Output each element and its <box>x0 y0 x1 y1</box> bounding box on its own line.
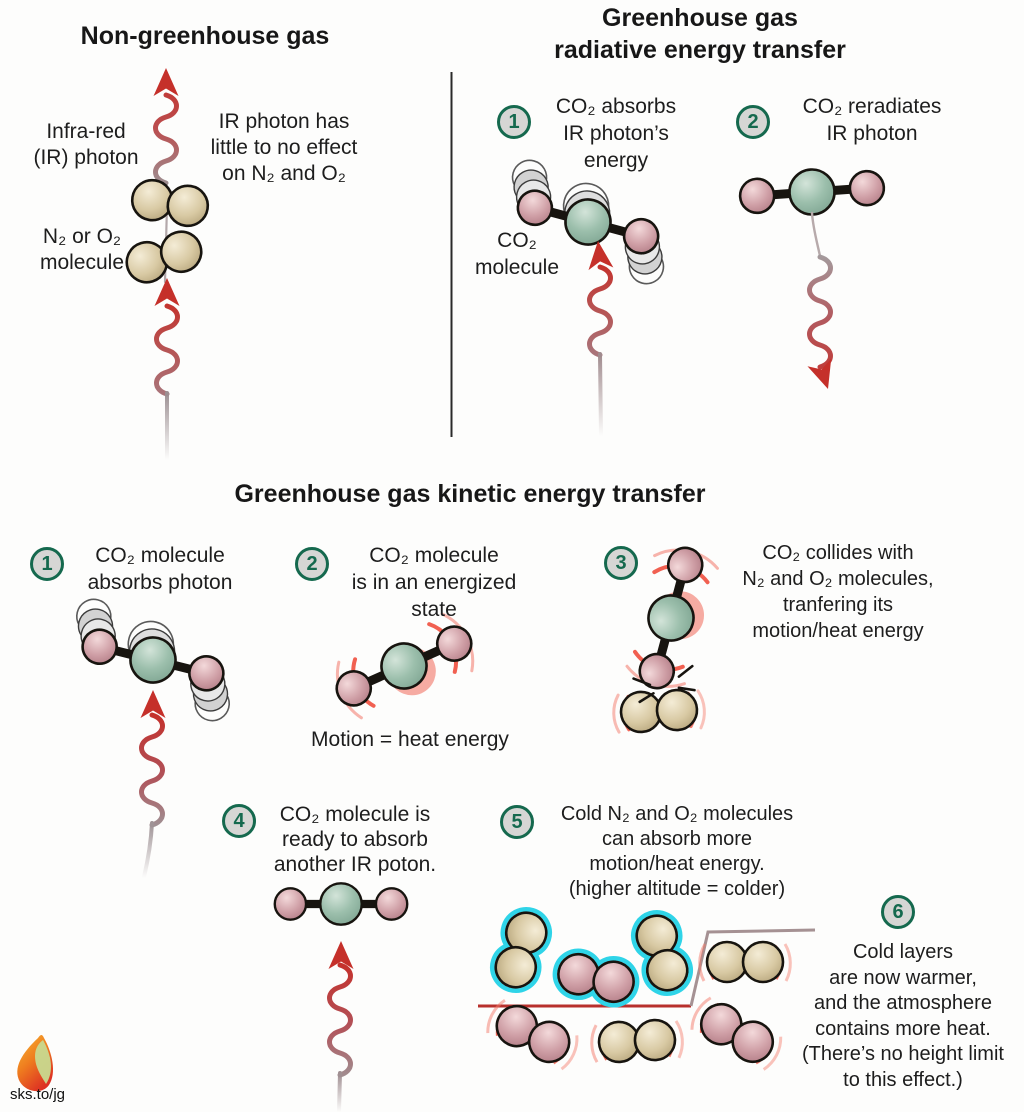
co2-molecule-ready <box>275 883 407 924</box>
step-line: contains more heat. <box>815 1017 991 1040</box>
kinetic-step2-text: CO₂ molecule is in an energized state <box>344 542 524 623</box>
n2-o2-molecule-label: N₂ or O₂ molecule <box>12 224 152 276</box>
label-line: molecule <box>39 251 125 274</box>
ir-photon-up-arrowhead <box>153 68 179 96</box>
kinetic-step6-text: Cold layers are now warmer, and the atmo… <box>778 940 1024 1093</box>
step-line: absorbs photon <box>87 571 233 594</box>
kinetic-photon-tail <box>142 821 154 879</box>
step-line: IR photon’s <box>563 122 669 145</box>
credit-url: sks.to/jg <box>10 1086 66 1103</box>
ir-photon-label: Infra-red (IR) photon <box>16 119 156 171</box>
kinetic-step3-text: CO₂ collides with N₂ and O₂ molecules, t… <box>723 540 953 644</box>
ir-photon-wave-bottom <box>154 303 180 397</box>
non-greenhouse-title: Non-greenhouse gas <box>80 22 330 50</box>
kinetic-step1-text: CO₂ molecule absorbs photon <box>80 542 240 596</box>
step-line: CO₂ reradiates <box>802 95 942 118</box>
reradiated-photon-wave <box>807 254 833 370</box>
non-greenhouse-graphics <box>122 68 211 462</box>
motion-heat-note: Motion = heat energy <box>311 728 509 751</box>
next-photon-tail <box>337 1071 342 1112</box>
n2-molecule-collided <box>611 689 708 734</box>
step-line: state <box>411 598 457 621</box>
label-line: Infra-red <box>46 120 126 143</box>
cold-molecule-pink <box>551 946 642 1009</box>
warm-molecule-tan-2 <box>697 942 793 982</box>
reradiated-photon-connector <box>810 211 822 258</box>
title-line: radiative energy transfer <box>554 36 846 64</box>
warm-molecule-tan-1 <box>589 1019 686 1064</box>
warm-molecule-pink-2 <box>686 994 788 1073</box>
radiative-graphics <box>493 155 886 438</box>
step-line: motion/heat energy. <box>589 853 765 875</box>
co2-molecule-energized <box>325 606 483 726</box>
step-line: and the atmosphere <box>814 992 992 1014</box>
step-line: another IR poton. <box>273 853 437 876</box>
layer-boundary-gray <box>689 928 816 1007</box>
next-photon-wave <box>327 962 353 1078</box>
step-line: Cold N₂ and O₂ molecules <box>560 803 794 825</box>
step-badge-radiative-1: 1 <box>497 105 531 139</box>
label-line: IR photon has <box>218 110 350 133</box>
radiative-step2-text: CO₂ reradiates IR photon <box>782 93 962 147</box>
kinetic-title: Greenhouse gas kinetic energy transfer <box>234 480 706 508</box>
step-line: CO₂ molecule <box>369 544 499 567</box>
step-line: are now warmer, <box>829 966 977 989</box>
step-badge-radiative-2: 2 <box>736 105 770 139</box>
label-line: CO₂ <box>497 229 537 252</box>
step-line: can absorb more <box>601 828 753 850</box>
warm-molecule-pink-1 <box>482 996 584 1072</box>
step-badge-kinetic-6: 6 <box>881 895 915 929</box>
step-line: N₂ and O₂ molecules, <box>742 568 934 590</box>
label-line: molecule <box>474 256 560 279</box>
altitude-layer-cluster <box>478 903 816 1073</box>
step-line: (higher altitude = colder) <box>568 878 786 900</box>
step-line: CO₂ molecule <box>95 544 225 567</box>
step-badge-kinetic-2: 2 <box>295 547 329 581</box>
co2-molecule-reradiating <box>739 165 886 220</box>
step-badge-kinetic-3: 3 <box>604 546 638 580</box>
step-badge-kinetic-5: 5 <box>500 805 534 839</box>
step-badge-kinetic-1: 1 <box>30 547 64 581</box>
absorbed-photon-tail <box>598 352 603 438</box>
step-line: Cold layers <box>852 941 954 963</box>
step-line: energy <box>583 149 649 172</box>
step-badge-kinetic-4: 4 <box>222 804 256 838</box>
step-line: to this effect.) <box>843 1068 963 1091</box>
step-line: ready to absorb <box>282 828 428 851</box>
ir-photon-wave-top <box>153 92 179 186</box>
label-line: (IR) photon <box>33 146 139 169</box>
kinetic-step5-text: Cold N₂ and O₂ molecules can absorb more… <box>537 802 817 902</box>
step-line: is in an energized <box>351 571 517 594</box>
step-line: CO₂ collides with <box>762 542 914 564</box>
kinetic-graphics <box>58 540 722 1112</box>
cold-molecule-tan-1 <box>486 903 555 996</box>
ir-effect-label: IR photon has little to no effect on N₂ … <box>194 109 374 187</box>
title-line: Greenhouse gas <box>602 4 798 32</box>
step-line: CO₂ absorbs <box>555 95 677 118</box>
step-line: motion/heat energy <box>752 620 924 642</box>
radiative-step1-text: CO₂ absorbs IR photon’s energy <box>536 93 696 174</box>
step-line: CO₂ molecule is <box>279 803 431 826</box>
co2-molecule-label: CO₂ molecule <box>457 227 577 281</box>
step-line: (There’s no height limit <box>802 1043 1004 1065</box>
step-line: tranfering its <box>782 594 894 616</box>
absorbed-photon-wave <box>587 264 613 358</box>
label-line: little to no effect <box>210 136 358 159</box>
ir-photon-lower-arrowhead <box>154 278 180 306</box>
step-line: IR photon <box>826 122 918 145</box>
label-line: N₂ or O₂ <box>42 225 122 248</box>
label-line: on N₂ and O₂ <box>222 162 346 185</box>
kinetic-step4-text: CO₂ molecule is ready to absorb another … <box>265 802 445 877</box>
skeptical-science-logo <box>17 1034 54 1092</box>
kinetic-photon-wave <box>139 712 165 828</box>
radiative-title: Greenhouse gas radiative energy transfer <box>520 2 880 66</box>
